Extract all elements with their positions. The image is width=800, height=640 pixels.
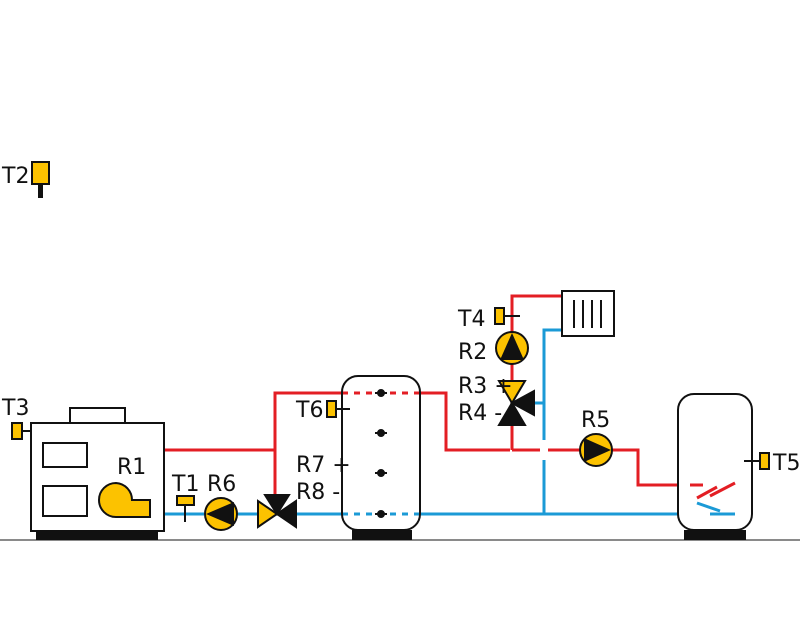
sensor-icon bbox=[176, 495, 195, 506]
pump-r5 bbox=[579, 433, 613, 467]
valve-right-triangle bbox=[275, 499, 297, 529]
valve-left-triangle bbox=[257, 499, 279, 529]
hot-pipe-heating-riser bbox=[510, 294, 562, 450]
boiler-base bbox=[36, 531, 158, 540]
sensor-icon bbox=[11, 422, 23, 440]
label-r3: R3 + bbox=[458, 374, 513, 399]
sensor-t1 bbox=[176, 495, 195, 522]
label-t6: T6 bbox=[295, 398, 323, 423]
label-r8: R8 - bbox=[296, 480, 340, 505]
coil-hot-dash bbox=[696, 485, 718, 500]
dhw-coil-cold bbox=[696, 501, 735, 516]
sensor-t6 bbox=[326, 400, 350, 418]
pump-arrow bbox=[206, 502, 234, 526]
buffer-tank bbox=[341, 375, 421, 540]
boiler-door-top bbox=[42, 442, 88, 468]
hot-pipe-to-dhw-coil-2 bbox=[612, 448, 678, 487]
buffer-tank-base bbox=[352, 530, 412, 540]
mixing-valve-r3-r4 bbox=[497, 380, 535, 426]
pipe-crossing-gap bbox=[540, 440, 548, 460]
radiator-body bbox=[561, 290, 615, 337]
sensor-t5 bbox=[744, 452, 770, 470]
hot-pipe-storage-outlet bbox=[420, 391, 510, 452]
label-r2: R2 bbox=[458, 340, 487, 365]
sensor-icon bbox=[759, 452, 770, 470]
fan-icon bbox=[98, 481, 151, 518]
sensor-stem bbox=[38, 184, 43, 198]
sensor-icon bbox=[31, 161, 50, 185]
boiler-door-bottom bbox=[42, 485, 88, 517]
buffer-tank-body bbox=[341, 375, 421, 531]
pump-arrow bbox=[500, 333, 524, 360]
sensor-t2 bbox=[31, 161, 50, 198]
sensor-t4 bbox=[494, 307, 520, 325]
pump-r2 bbox=[495, 331, 529, 365]
label-r6: R6 bbox=[207, 472, 236, 497]
label-t4: T4 bbox=[457, 307, 485, 332]
label-t5: T5 bbox=[772, 451, 800, 476]
dhw-tank bbox=[677, 393, 753, 540]
label-r5: R5 bbox=[581, 408, 610, 433]
sensor-icon bbox=[326, 400, 337, 418]
hot-pipe-to-storage-top bbox=[273, 391, 342, 500]
pump-r6 bbox=[204, 497, 238, 531]
radiator-fins bbox=[573, 300, 602, 328]
coil-cold-dash bbox=[696, 501, 721, 513]
dhw-coil-hot bbox=[690, 481, 736, 500]
valve-right-triangle bbox=[509, 389, 535, 417]
dhw-tank-base bbox=[684, 530, 746, 540]
coil-hot-dash bbox=[709, 481, 736, 498]
label-t1: T1 bbox=[171, 472, 199, 497]
sensor-icon bbox=[494, 307, 505, 325]
label-r7: R7 + bbox=[296, 453, 351, 478]
label-r1: R1 bbox=[117, 455, 146, 480]
label-t3: T3 bbox=[1, 396, 29, 421]
cold-pipe-radiator-return bbox=[542, 328, 562, 514]
valve-bottom-triangle bbox=[497, 401, 527, 426]
sensor-t3 bbox=[11, 422, 31, 440]
label-t2: T2 bbox=[1, 164, 29, 189]
label-r4: R4 - bbox=[458, 401, 502, 426]
valve-top-triangle bbox=[497, 380, 527, 405]
boiler bbox=[30, 407, 165, 540]
valve-top-triangle bbox=[263, 494, 291, 516]
mixing-valve-r7-r8 bbox=[257, 494, 297, 529]
radiator bbox=[561, 290, 615, 337]
boiler-chimney bbox=[69, 407, 126, 425]
pump-arrow bbox=[584, 438, 611, 462]
buffer-tank-sensor-points bbox=[375, 389, 387, 518]
